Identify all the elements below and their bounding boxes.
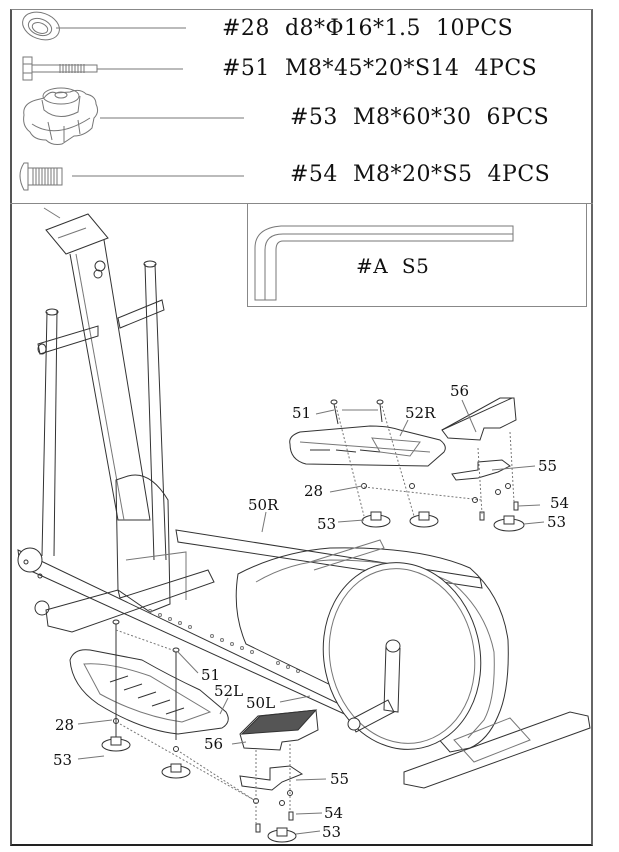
callout-53-right-b: 53 bbox=[547, 513, 567, 531]
tool-label: #A S5 bbox=[356, 254, 429, 278]
left-pedal-assembly bbox=[69, 619, 319, 843]
part-number: #54 bbox=[290, 162, 338, 187]
tool-part-number: #A bbox=[356, 254, 389, 278]
part-qty: 6PCS bbox=[486, 105, 550, 130]
callout-55-left: 55 bbox=[330, 770, 350, 788]
part-qty: 4PCS bbox=[474, 56, 538, 81]
hardware-item-28: #28 d8*Φ16*1.5 10PCS bbox=[222, 16, 513, 41]
part-number: #28 bbox=[222, 16, 270, 41]
part-qty: 10PCS bbox=[436, 16, 514, 41]
callout-53-left-b: 53 bbox=[322, 823, 342, 841]
hardware-item-51: #51 M8*45*20*S14 4PCS bbox=[222, 56, 537, 81]
tool-spec: S5 bbox=[401, 254, 430, 278]
washer-icon bbox=[22, 11, 186, 41]
callout-55-right: 55 bbox=[538, 457, 558, 475]
button-head-screw-icon bbox=[19, 162, 244, 191]
part-spec: d8*Φ16*1.5 bbox=[284, 16, 422, 41]
callout-56-left: 56 bbox=[204, 735, 224, 753]
callout-52l: 52L bbox=[214, 682, 244, 700]
callout-54-left: 54 bbox=[324, 804, 344, 822]
part-qty: 4PCS bbox=[487, 162, 551, 187]
part-spec: M8*60*30 bbox=[352, 105, 472, 130]
callout-28-right: 28 bbox=[304, 482, 324, 500]
right-pedal-assembly bbox=[289, 397, 525, 532]
callout-52r: 52R bbox=[405, 404, 436, 422]
callout-53-left-a: 53 bbox=[53, 751, 73, 769]
callout-51-left: 51 bbox=[201, 666, 221, 684]
callout-54-right: 54 bbox=[550, 494, 570, 512]
page-border bbox=[10, 9, 593, 846]
elliptical-frame bbox=[17, 207, 591, 789]
callout-53-right-a: 53 bbox=[317, 515, 337, 533]
tool-box bbox=[247, 204, 587, 307]
hardware-item-54: #54 M8*20*S5 4PCS bbox=[290, 162, 550, 187]
callout-28-left: 28 bbox=[55, 716, 75, 734]
callout-50l: 50L bbox=[246, 694, 276, 712]
part-number: #51 bbox=[222, 56, 270, 81]
callout-56-right: 56 bbox=[450, 382, 470, 400]
section-divider bbox=[10, 203, 593, 204]
hardware-item-53: #53 M8*60*30 6PCS bbox=[290, 105, 549, 130]
part-number: #53 bbox=[290, 105, 338, 130]
part-spec: M8*20*S5 bbox=[352, 162, 473, 187]
callout-leaders bbox=[77, 399, 545, 835]
knob-nut-icon bbox=[23, 87, 244, 145]
hex-bolt-icon bbox=[22, 56, 183, 81]
callout-50r: 50R bbox=[248, 496, 279, 514]
callout-51-right: 51 bbox=[292, 404, 312, 422]
allen-key-icon bbox=[254, 225, 514, 301]
part-spec: M8*45*20*S14 bbox=[284, 56, 460, 81]
